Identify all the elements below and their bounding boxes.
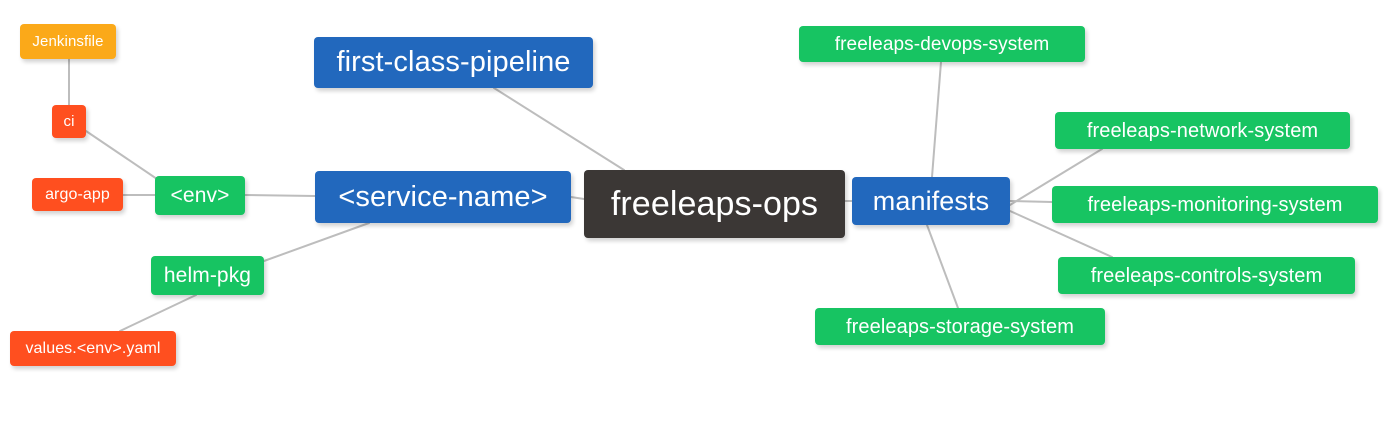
edge-service-name-to-helm-pkg	[263, 222, 370, 262]
node-freeleaps-network-system[interactable]: freeleaps-network-system	[1055, 112, 1350, 149]
node-freeleaps-controls-system[interactable]: freeleaps-controls-system	[1058, 257, 1355, 294]
node-label-jenkinsfile: Jenkinsfile	[32, 33, 104, 50]
node-label-freeleaps-controls-system: freeleaps-controls-system	[1090, 264, 1323, 287]
node-service-name[interactable]: <service-name>	[315, 171, 571, 223]
edge-first-class-pipeline-to-freeleaps-ops	[493, 87, 625, 171]
edge-ci-to-env	[85, 130, 158, 180]
node-env[interactable]: <env>	[155, 176, 245, 215]
node-label-freeleaps-storage-system: freeleaps-storage-system	[845, 315, 1075, 338]
node-label-values-yaml: values.<env>.yaml	[25, 339, 161, 357]
edge-manifests-to-freeleaps-storage-system	[926, 224, 959, 309]
node-ci[interactable]: ci	[52, 105, 86, 138]
node-label-freeleaps-devops-system: freeleaps-devops-system	[834, 33, 1050, 55]
node-freeleaps-storage-system[interactable]: freeleaps-storage-system	[815, 308, 1105, 345]
node-freeleaps-monitoring-system[interactable]: freeleaps-monitoring-system	[1052, 186, 1378, 223]
node-label-env: <env>	[170, 184, 230, 207]
node-jenkinsfile[interactable]: Jenkinsfile	[20, 24, 116, 59]
node-label-first-class-pipeline: first-class-pipeline	[336, 46, 571, 78]
node-label-helm-pkg: helm-pkg	[163, 264, 252, 287]
edge-service-name-to-freeleaps-ops	[570, 196, 585, 200]
edge-env-to-service-name	[244, 194, 316, 197]
node-label-freeleaps-network-system: freeleaps-network-system	[1086, 119, 1319, 142]
node-freeleaps-ops[interactable]: freeleaps-ops	[584, 170, 845, 238]
node-values-yaml[interactable]: values.<env>.yaml	[10, 331, 176, 366]
node-label-manifests: manifests	[872, 185, 990, 216]
node-helm-pkg[interactable]: helm-pkg	[151, 256, 264, 295]
node-first-class-pipeline[interactable]: first-class-pipeline	[314, 37, 593, 88]
edge-manifests-to-freeleaps-monitoring-system	[1009, 200, 1053, 203]
node-manifests[interactable]: manifests	[852, 177, 1010, 225]
node-label-argo-app: argo-app	[45, 185, 110, 203]
edge-manifests-to-freeleaps-devops-system	[931, 61, 942, 178]
edge-helm-pkg-to-values-yaml	[119, 294, 197, 332]
node-label-ci: ci	[63, 113, 75, 130]
node-argo-app[interactable]: argo-app	[32, 178, 123, 211]
node-label-freeleaps-ops: freeleaps-ops	[610, 185, 819, 223]
node-label-service-name: <service-name>	[338, 180, 548, 213]
node-freeleaps-devops-system[interactable]: freeleaps-devops-system	[799, 26, 1085, 62]
node-label-freeleaps-monitoring-system: freeleaps-monitoring-system	[1087, 193, 1343, 216]
